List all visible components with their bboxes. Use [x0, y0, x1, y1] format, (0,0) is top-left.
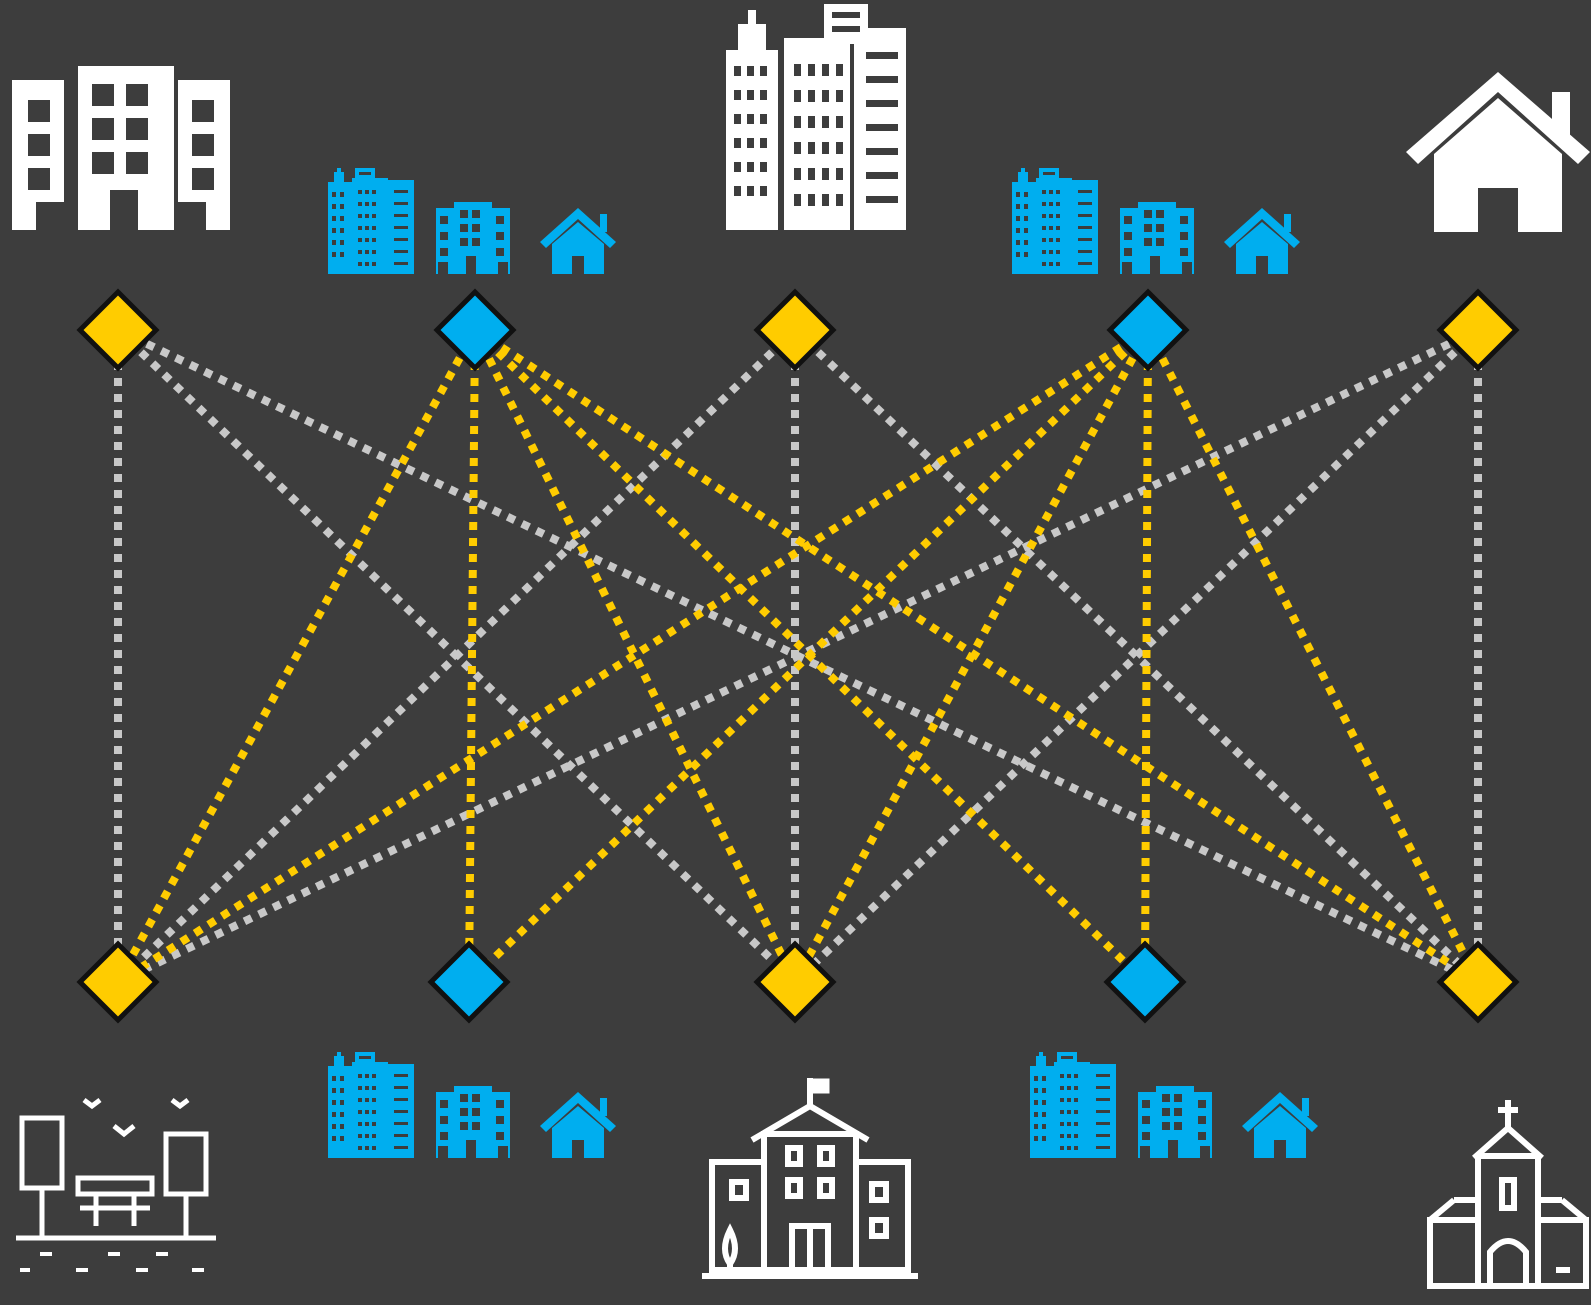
links-layer	[114, 326, 1482, 986]
office-building-icon	[12, 66, 230, 230]
link-t4-b2	[466, 327, 1151, 985]
link-t4-b1	[115, 326, 1151, 986]
link-t2-b1	[114, 328, 479, 984]
school-icon	[702, 1078, 918, 1279]
house-icon	[1406, 72, 1590, 232]
node-t4-blue-diamond	[1106, 288, 1190, 372]
link-t3-b5	[792, 327, 1481, 985]
park-icon	[16, 1098, 216, 1272]
link-t2-b3	[471, 328, 799, 984]
node-t5-yellow-diamond	[1436, 288, 1520, 372]
mixed-buildings-icon	[328, 168, 616, 274]
link-t3-b1	[115, 327, 798, 985]
node-t1-yellow-diamond	[76, 288, 160, 372]
node-b4-blue-diamond	[1103, 940, 1187, 1024]
skyscrapers-icon	[726, 4, 906, 230]
node-b1-yellow-diamond	[76, 940, 160, 1024]
link-t5-b3	[792, 327, 1481, 985]
mixed-buildings-icon	[1030, 1052, 1318, 1158]
node-b3-yellow-diamond	[753, 940, 837, 1024]
church-icon	[1427, 1100, 1589, 1289]
nodes-layer	[76, 288, 1520, 1024]
node-b5-yellow-diamond	[1436, 940, 1520, 1024]
link-t4-b4	[1141, 329, 1152, 983]
link-t4-b3	[791, 328, 1152, 984]
mixed-buildings-icon	[1012, 168, 1300, 274]
link-t4-b5	[1144, 328, 1482, 984]
node-t3-yellow-diamond	[753, 288, 837, 372]
link-t5-b1	[116, 326, 1480, 986]
node-t2-blue-diamond	[433, 288, 517, 372]
node-b2-blue-diamond	[427, 940, 511, 1024]
link-t2-b5	[472, 326, 1481, 986]
mixed-buildings-icon	[328, 1052, 616, 1158]
link-t2-b2	[465, 329, 479, 983]
